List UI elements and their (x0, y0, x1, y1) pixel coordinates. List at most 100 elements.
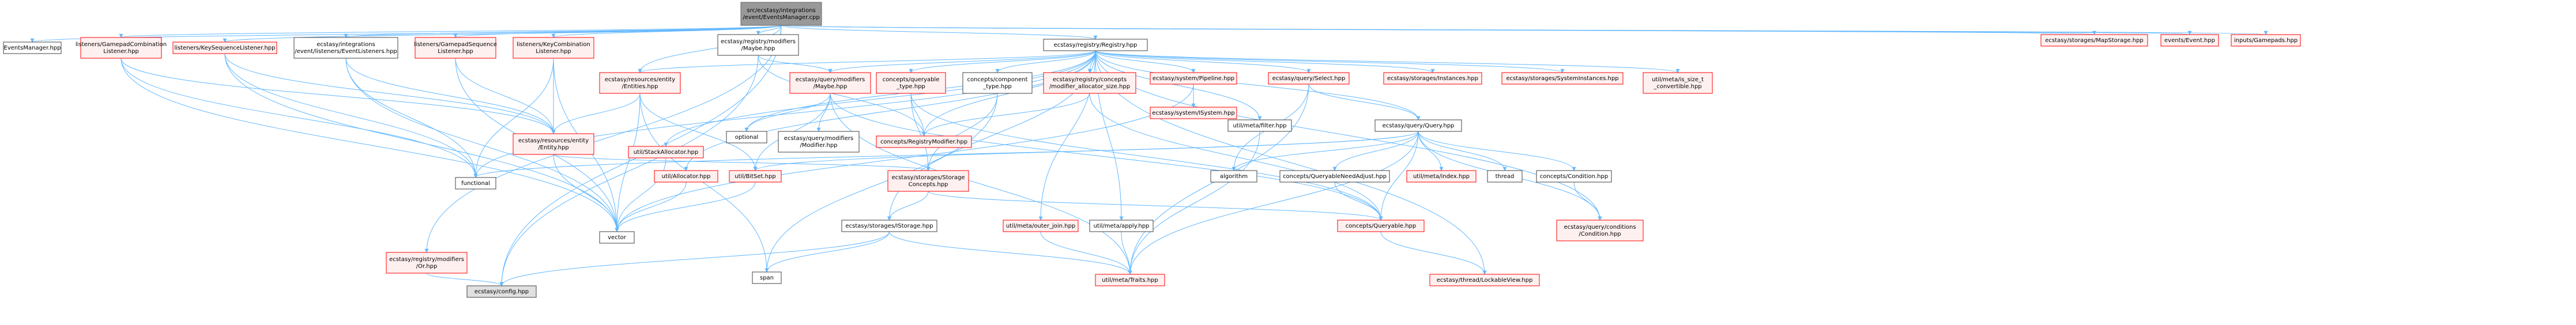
node-mod-maybe-reg[interactable]: ecstasy/registry/modifiers/Maybe.hpp (717, 34, 799, 56)
node-component-type[interactable]: concepts/component_type.hpp (962, 72, 1033, 94)
edge-registry-to-query_select (1095, 50, 1311, 73)
node-label-line: ecstasy/storages/Instances.hpp (1387, 75, 1478, 82)
node-queryable-type[interactable]: concepts/queryable_type.hpp (876, 72, 946, 94)
edge-query_mod_maybe-to-query_modifier (816, 93, 831, 132)
node-label-line: ecstasy/storages/MapStorage.hpp (2045, 37, 2143, 44)
node-functional[interactable]: functional (455, 177, 496, 190)
node-pipeline[interactable]: ecstasy/system/Pipeline.hpp (1150, 72, 1237, 85)
edge-registry-to-is_size_t (1095, 50, 1680, 73)
node-meta-index[interactable]: util/meta/index.hpp (1406, 170, 1477, 183)
edge-istorage-to-config (499, 231, 890, 286)
edge-gamepadcomb-to-vector (120, 58, 619, 232)
node-event-hpp[interactable]: events/Event.hpp (2160, 34, 2219, 47)
edge-bitset-to-vector (615, 182, 756, 232)
node-config[interactable]: ecstasy/config.hpp (466, 285, 537, 298)
node-concepts-condition[interactable]: concepts/Condition.hpp (1536, 170, 1612, 183)
node-lockable[interactable]: ecstasy/thread/LockableView.hpp (1429, 274, 1540, 286)
node-eventsmanager-hpp[interactable]: EventsManager.hpp (3, 41, 62, 54)
node-q-cond[interactable]: ecstasy/query/conditions/Condition.hpp (1556, 220, 1644, 241)
node-meta-apply[interactable]: util/meta/apply.hpp (1089, 220, 1154, 232)
node-box (1003, 220, 1079, 232)
node-label-line: util/BitSet.hpp (735, 173, 775, 180)
node-vector[interactable]: vector (599, 231, 635, 244)
node-meta-traits[interactable]: util/meta/Traits.hpp (1095, 274, 1165, 286)
node-label-line: /Or.hpp (416, 263, 438, 270)
edge-query_query-to-queryable (1379, 131, 1419, 221)
node-box (1556, 220, 1644, 241)
edge-res_entities-to-vector (615, 93, 641, 232)
node-label-line: optional (735, 134, 759, 141)
node-label-line: ecstasy/storages/IStorage.hpp (845, 223, 933, 229)
node-isystem[interactable]: ecstasy/system/ISystem.hpp (1150, 107, 1237, 119)
node-label-line: util/Allocator.hpp (662, 173, 711, 180)
node-keyseq[interactable]: listeners/KeySequenceListener.hpp (172, 41, 277, 54)
node-res-entities[interactable]: ecstasy/resources/entity/Entities.hpp (599, 72, 681, 94)
edge-registry-to-res_entities (638, 50, 1096, 73)
edge-query_query-to-concepts_condition (1418, 131, 1576, 171)
node-mapstorage[interactable]: ecstasy/storages/MapStorage.hpp (2040, 34, 2148, 47)
node-instances[interactable]: ecstasy/storages/Instances.hpp (1383, 72, 1482, 85)
edge-concepts_condition-to-q_cond (1573, 182, 1602, 221)
node-box (1383, 72, 1482, 85)
node-stackalloc[interactable]: util/StackAllocator.hpp (628, 146, 704, 158)
node-q-need-adjust[interactable]: concepts/QueryableNeedAdjust.hpp (1279, 170, 1390, 183)
edge-istorage-to-span (764, 231, 890, 273)
edge-registry-to-queryable_type (909, 50, 1096, 73)
node-reg-modifier[interactable]: concepts/RegistryModifier.hpp (876, 135, 972, 148)
node-thread[interactable]: thread (1487, 170, 1523, 183)
edge-res_entities-to-bitset (639, 93, 758, 171)
node-label-line: /event/EventsManager.cpp (743, 14, 819, 21)
node-mod-or[interactable]: ecstasy/registry/modifiers/Or.hpp (386, 252, 468, 274)
edge-registry-to-sysinstances (1095, 50, 1565, 73)
edge-res_entity-to-storage_concepts (553, 154, 931, 171)
node-label-line: ecstasy/registry/concepts (1053, 77, 1127, 83)
node-label-line: util/meta/filter.hpp (1233, 123, 1286, 129)
node-label-line: concepts/QueryableNeedAdjust.hpp (1283, 173, 1387, 180)
node-label-line: ecstasy/system/ISystem.hpp (1152, 110, 1234, 116)
node-label-line: events/Event.hpp (2164, 37, 2215, 44)
node-label-line: src/ecstasy/integrations (747, 7, 816, 14)
node-sysinstances[interactable]: ecstasy/storages/SystemInstances.hpp (1501, 72, 1624, 85)
node-eventlisteners[interactable]: ecstasy/integrations/event/listeners/Eve… (293, 37, 398, 59)
node-label-line: util/StackAllocator.hpp (634, 149, 698, 156)
node-queryable[interactable]: concepts/Queryable.hpp (1337, 220, 1425, 232)
node-query-query[interactable]: ecstasy/query/Query.hpp (1374, 119, 1462, 132)
node-istorage[interactable]: ecstasy/storages/IStorage.hpp (841, 220, 937, 232)
node-box (841, 220, 937, 232)
node-box (3, 41, 62, 54)
node-box (1536, 170, 1612, 183)
node-query-modifier[interactable]: ecstasy/query/modifiers/Modifier.hpp (778, 131, 860, 153)
node-alloc-size[interactable]: ecstasy/registry/concepts/modifier_alloc… (1043, 72, 1136, 94)
node-root[interactable]: src/ecstasy/integrations/event/EventsMan… (740, 2, 822, 26)
node-gamepads[interactable]: inputs/Gamepads.hpp (2231, 34, 2301, 47)
node-span[interactable]: span (752, 271, 782, 284)
node-query-select[interactable]: ecstasy/query/Select.hpp (1268, 72, 1350, 85)
edge-queryable_type-to-storage_concepts (910, 93, 931, 171)
node-box (752, 271, 782, 284)
node-box (513, 133, 594, 155)
node-box (1210, 170, 1257, 183)
edge-query_query-to-functional (473, 131, 1419, 178)
node-res-entity[interactable]: ecstasy/resources/entity/Entity.hpp (513, 133, 594, 155)
node-optional[interactable]: optional (726, 131, 767, 143)
node-box (1150, 107, 1237, 119)
node-query-mod-maybe[interactable]: ecstasy/query/modifiers/Maybe.hpp (789, 72, 871, 94)
node-is-size-t[interactable]: util/meta/is_size_t_convertible.hpp (1643, 72, 1713, 94)
edge-gamepadseq-to-res_entity (455, 58, 556, 134)
node-util-alloc[interactable]: util/Allocator.hpp (654, 170, 718, 183)
node-box (1374, 119, 1462, 132)
node-outer-join[interactable]: util/meta/outer_join.hpp (1003, 220, 1079, 232)
edge-mod_maybe_reg-to-query_mod_maybe (758, 55, 833, 73)
node-meta-filter[interactable]: util/meta/filter.hpp (1227, 119, 1292, 132)
node-algorithm[interactable]: algorithm (1210, 170, 1257, 183)
node-bitset[interactable]: util/BitSet.hpp (729, 170, 782, 183)
edge-root-to-gamepadseq (453, 25, 782, 38)
node-registry[interactable]: ecstasy/registry/Registry.hpp (1043, 39, 1148, 51)
node-box (717, 34, 799, 56)
edge-eventlisteners-to-functional (345, 58, 478, 178)
node-label-line: Listener.hpp (536, 48, 571, 55)
